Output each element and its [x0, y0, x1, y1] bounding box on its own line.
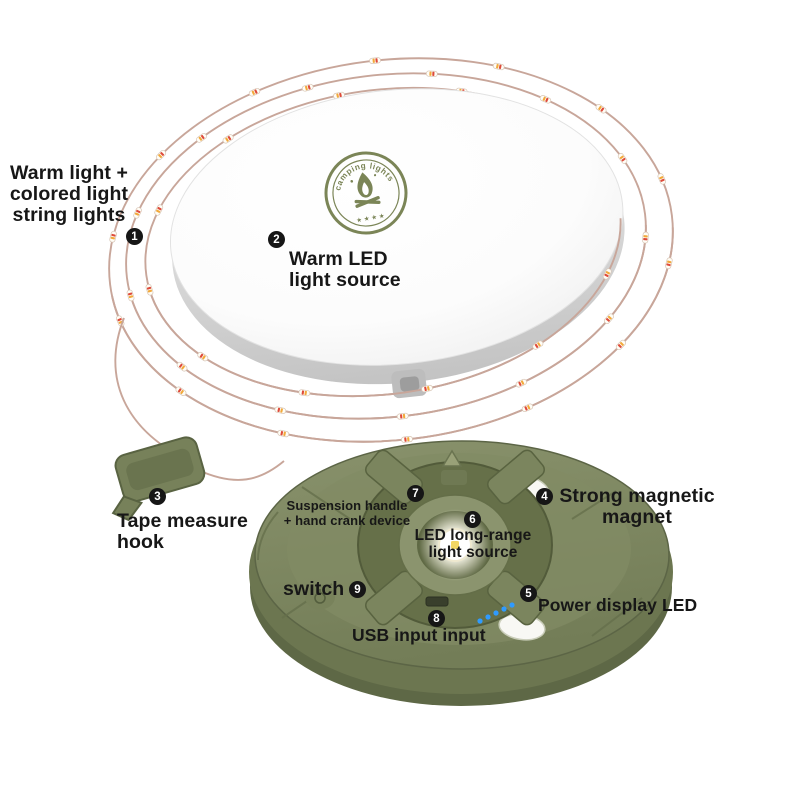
- string-light-bulb: [595, 104, 607, 114]
- string-light-bulb: [492, 62, 505, 71]
- string-light-bulb: [532, 340, 544, 350]
- center-led-assembly: [357, 449, 553, 629]
- marker-tape-hook: 3: [149, 488, 166, 505]
- marker-suspension: 7: [407, 485, 424, 502]
- string-light-bulb: [145, 283, 154, 296]
- marker-warm-led: 2: [268, 231, 285, 248]
- string-light-bulb: [602, 268, 612, 280]
- string-light-bulb: [196, 133, 207, 143]
- string-light-bulb: [665, 257, 673, 270]
- marker-string-lights: 1: [126, 228, 143, 245]
- string-light-bulb: [154, 204, 164, 216]
- marker-power-led: 5: [520, 585, 537, 602]
- handle-latch: [441, 470, 467, 485]
- string-light-bulb: [298, 389, 311, 397]
- direction-triangle: [441, 449, 463, 467]
- string-light-bulb: [133, 207, 142, 219]
- marker-usb: 8: [428, 610, 445, 627]
- power-display-leds: [477, 602, 515, 624]
- string-light-bulb: [521, 403, 534, 413]
- string-light-bulb: [401, 436, 413, 443]
- base-unit: [249, 440, 673, 706]
- string-light-bulb: [155, 149, 167, 161]
- string-light-bulb: [642, 231, 649, 244]
- label-string-lights: Warm light + colored light string lights: [9, 162, 129, 227]
- string-lights-bulbs-back: [109, 57, 667, 243]
- string-light-bulb: [175, 386, 187, 396]
- tape-measure-hook: [111, 436, 206, 522]
- string-light-bulb: [603, 313, 614, 324]
- string-lights-bulbs-front: [115, 231, 673, 443]
- usb-port: [425, 596, 449, 607]
- string-light-bulb: [197, 351, 209, 362]
- lamp-body: camping lights ★ ★ ★ ★: [169, 88, 625, 399]
- label-usb: USB input input: [352, 625, 486, 645]
- string-light-bulb: [539, 95, 552, 104]
- string-light-bulb: [277, 429, 290, 438]
- label-switch: switch: [283, 578, 345, 600]
- string-light-bulb: [515, 378, 527, 388]
- string-light-bulb: [222, 134, 234, 144]
- string-light-bulb: [657, 173, 667, 185]
- string-light-bulb: [176, 361, 188, 372]
- label-suspension: Suspension handle + hand crank device: [283, 498, 411, 528]
- string-light-bulb: [126, 289, 135, 302]
- marker-switch: 9: [349, 581, 366, 598]
- string-light-bulb: [617, 153, 628, 164]
- string-light-bulb: [248, 87, 261, 97]
- string-light-bulb: [421, 384, 433, 393]
- string-light-bulb: [109, 230, 117, 243]
- string-light-bulb: [396, 412, 409, 420]
- marker-long-range-led: 6: [464, 511, 481, 528]
- power-switch: [305, 584, 335, 610]
- string-light-bulb: [615, 339, 627, 351]
- label-warm-led: Warm LED light source: [289, 248, 401, 292]
- string-light-bulb: [274, 406, 287, 414]
- label-power-led: Power display LED: [538, 595, 698, 615]
- string-light-bulb: [369, 57, 381, 64]
- marker-magnet: 4: [536, 488, 553, 505]
- wire-to-lamp: [197, 460, 285, 481]
- label-magnet: Strong magnetic magnet: [559, 485, 715, 529]
- string-light-bulb: [301, 83, 314, 92]
- label-long-range-led: LED long-range light source: [414, 527, 532, 561]
- label-tape-hook: Tape measure hook: [117, 510, 248, 554]
- string-light-bulb: [425, 70, 438, 77]
